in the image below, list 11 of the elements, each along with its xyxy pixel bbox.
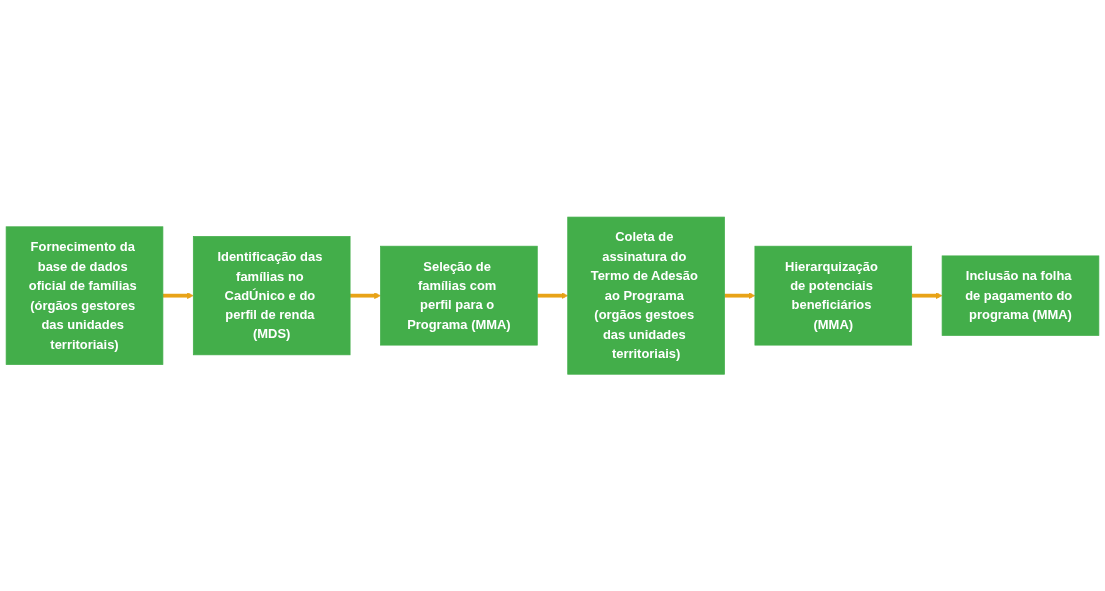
node-box: Hierarquização de potenciais beneficiários (MMA) bbox=[754, 245, 913, 346]
node-box: Fornecimento da base de dados oficial de famílias (órgãos gestores das unidades territoriais) bbox=[5, 226, 164, 365]
arrow bbox=[537, 292, 568, 299]
arrow bbox=[911, 292, 943, 299]
arrow bbox=[350, 292, 381, 299]
node-box: Coleta de assinatura do Termo de Adesão ao Programa (orgãos gestoes das unidades territoriais) bbox=[567, 216, 725, 375]
node-box: Seleção de famílias com perfil para o Programa (MMA) bbox=[380, 245, 538, 346]
node-box: Inclusão na folha de pagamento do programa (MMA) bbox=[941, 255, 1100, 336]
node-box: Identificação das famílias no CadÚnico e do perfil de renda (MDS) bbox=[192, 235, 351, 356]
arrow bbox=[724, 292, 756, 299]
arrow bbox=[162, 292, 194, 299]
